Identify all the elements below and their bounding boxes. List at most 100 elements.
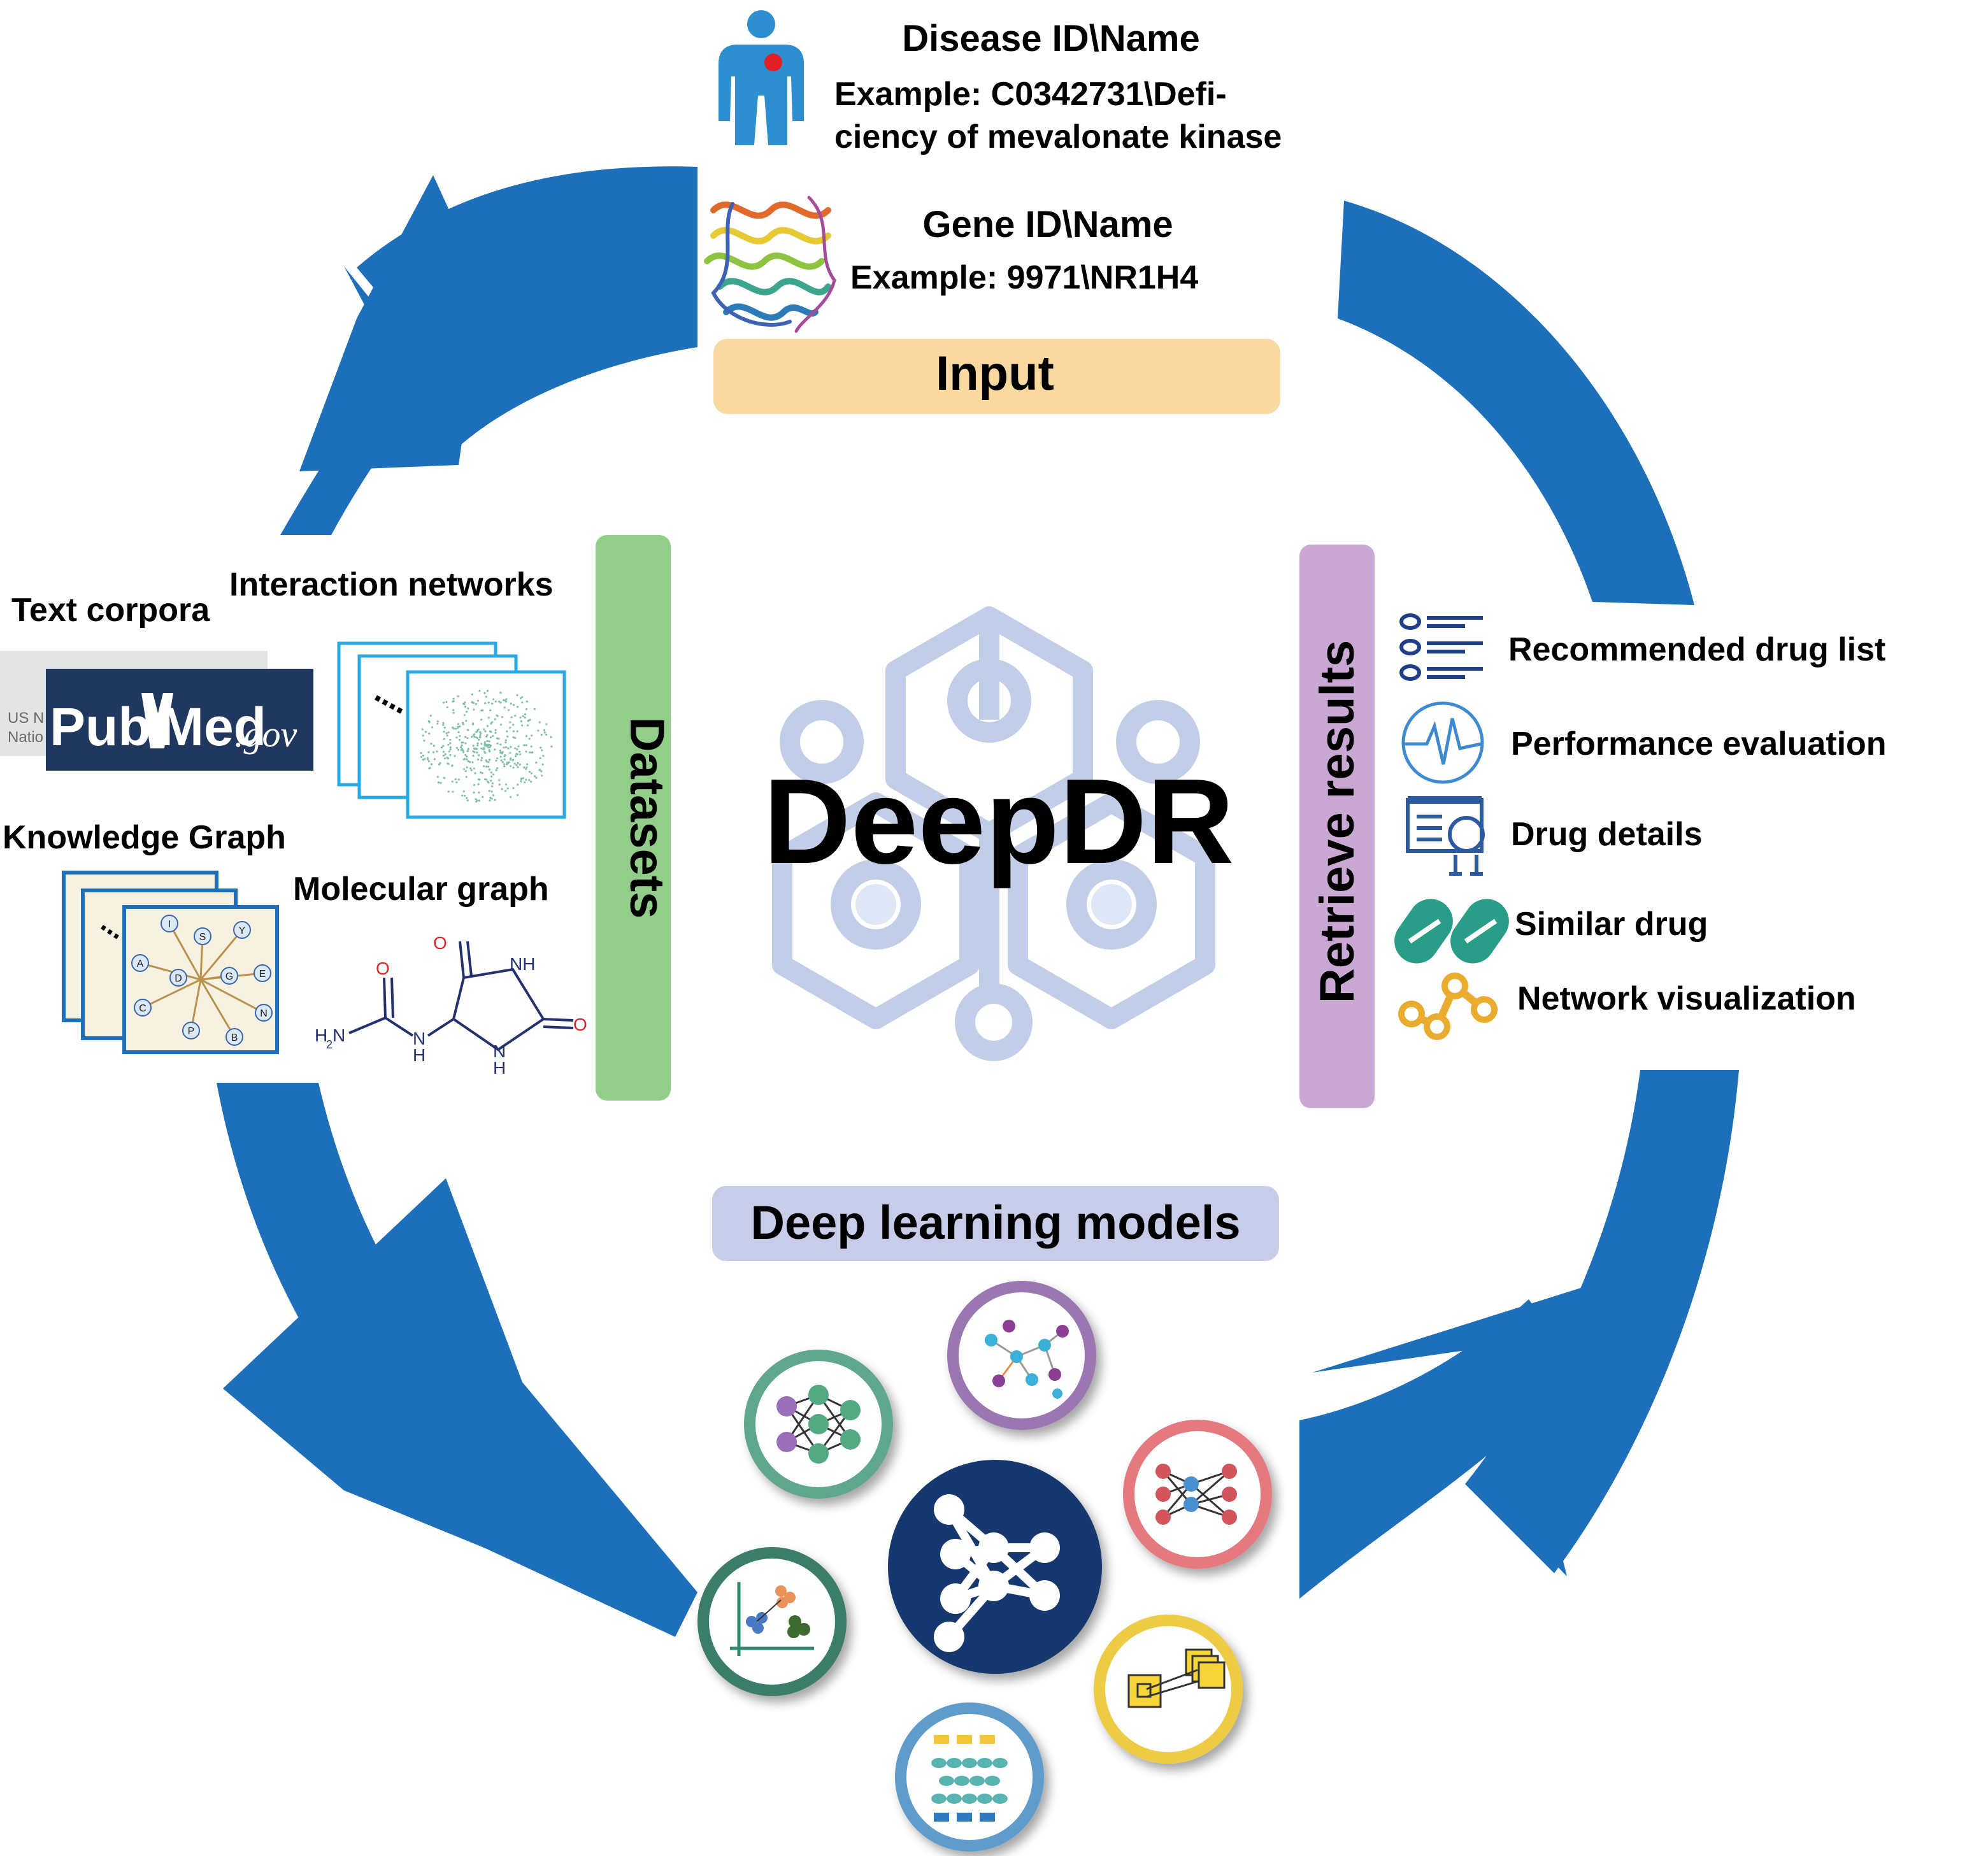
network-dot — [494, 799, 496, 801]
network-dot — [490, 790, 493, 793]
network-dot — [488, 790, 490, 792]
network-dot — [528, 771, 531, 773]
network-dot — [475, 731, 478, 734]
network-dot — [489, 799, 491, 802]
network-dot — [430, 763, 433, 766]
pubmed-nat-text: Natio — [8, 729, 43, 746]
network-dot — [503, 755, 506, 757]
network-dot — [440, 782, 442, 784]
network-dot — [540, 770, 543, 773]
network-dot — [487, 766, 490, 768]
network-dot — [495, 759, 497, 762]
network-dot — [543, 729, 546, 732]
network-dot — [466, 799, 469, 802]
network-dot — [496, 737, 499, 739]
network-dot — [475, 798, 477, 801]
network-dot — [442, 745, 445, 747]
network-dot — [448, 750, 450, 753]
network-dot — [478, 791, 480, 794]
network-dot — [457, 748, 460, 751]
network-dot — [480, 747, 483, 750]
network-dot — [483, 692, 486, 694]
network-dot — [512, 730, 515, 732]
network-dot — [550, 745, 553, 748]
network-dot — [504, 699, 506, 702]
network-dot — [525, 708, 528, 710]
network-dot — [480, 743, 483, 745]
network-dot — [466, 797, 468, 799]
network-dot — [541, 775, 543, 777]
network-dot — [472, 734, 475, 736]
network-dot — [479, 736, 482, 739]
network-dot — [517, 762, 519, 764]
kg-node-label: E — [259, 969, 266, 980]
network-dot — [520, 777, 523, 780]
network-dot — [545, 723, 548, 725]
network-dot — [526, 763, 529, 766]
kg-node — [233, 921, 251, 939]
network-dot — [541, 763, 544, 766]
network-dot — [512, 724, 515, 726]
kg-node — [169, 969, 187, 987]
network-dot — [497, 738, 500, 740]
network-dot — [525, 750, 527, 753]
network-dot — [436, 720, 440, 723]
network-dot — [494, 731, 497, 734]
network-dot — [473, 783, 476, 787]
network-dot — [464, 742, 467, 745]
network-dot — [495, 769, 497, 771]
network-dot — [492, 698, 495, 701]
network-dot — [485, 759, 487, 762]
network-dot — [457, 723, 460, 725]
network-dot — [517, 794, 519, 796]
network-dot — [499, 691, 502, 694]
interaction-network-icon — [337, 641, 566, 819]
network-dot — [428, 767, 431, 770]
kg-node — [254, 964, 271, 982]
network-dot — [476, 758, 480, 761]
network-dot — [515, 764, 518, 766]
network-dot — [444, 753, 447, 755]
network-dot — [535, 776, 538, 779]
network-dot — [522, 777, 525, 780]
network-dot — [512, 704, 515, 706]
network-dot — [443, 776, 446, 779]
network-dot — [512, 736, 515, 739]
model-circle-neural-network-red — [1123, 1420, 1272, 1569]
network-dot — [485, 778, 488, 781]
network-dot — [477, 754, 480, 757]
knowledge-graph-label: Knowledge Graph — [3, 819, 286, 856]
network-dot — [443, 726, 446, 729]
molecule-icon — [348, 941, 574, 1052]
network-dot — [464, 794, 466, 797]
datasets-label: Datasets — [620, 717, 674, 919]
network-dot — [540, 746, 542, 749]
network-dot — [491, 782, 494, 785]
disease-title: Disease ID\Name — [902, 18, 1199, 59]
network-dot — [501, 751, 504, 753]
network-dot — [476, 751, 478, 754]
network-dot — [443, 750, 445, 753]
network-dot — [452, 711, 455, 714]
network-dot — [512, 759, 515, 761]
kg-node-label: P — [188, 1026, 195, 1037]
network-dot — [482, 709, 484, 711]
network-dot — [446, 706, 449, 709]
network-dot — [490, 721, 494, 724]
network-dot — [471, 701, 473, 704]
network-dot — [525, 778, 527, 781]
network-dot — [522, 715, 524, 718]
network-dot — [481, 772, 483, 775]
network-dot — [530, 772, 533, 775]
kg-node-label: N — [260, 1008, 268, 1019]
network-dot — [514, 737, 517, 739]
network-dot — [454, 778, 457, 780]
kg-node — [161, 915, 178, 932]
network-dot — [447, 731, 450, 734]
network-dot — [438, 781, 440, 784]
network-dot — [488, 749, 490, 752]
network-dot — [473, 736, 476, 738]
network-dot — [494, 729, 497, 731]
network-dot — [424, 731, 427, 733]
human-body-icon — [719, 10, 804, 145]
